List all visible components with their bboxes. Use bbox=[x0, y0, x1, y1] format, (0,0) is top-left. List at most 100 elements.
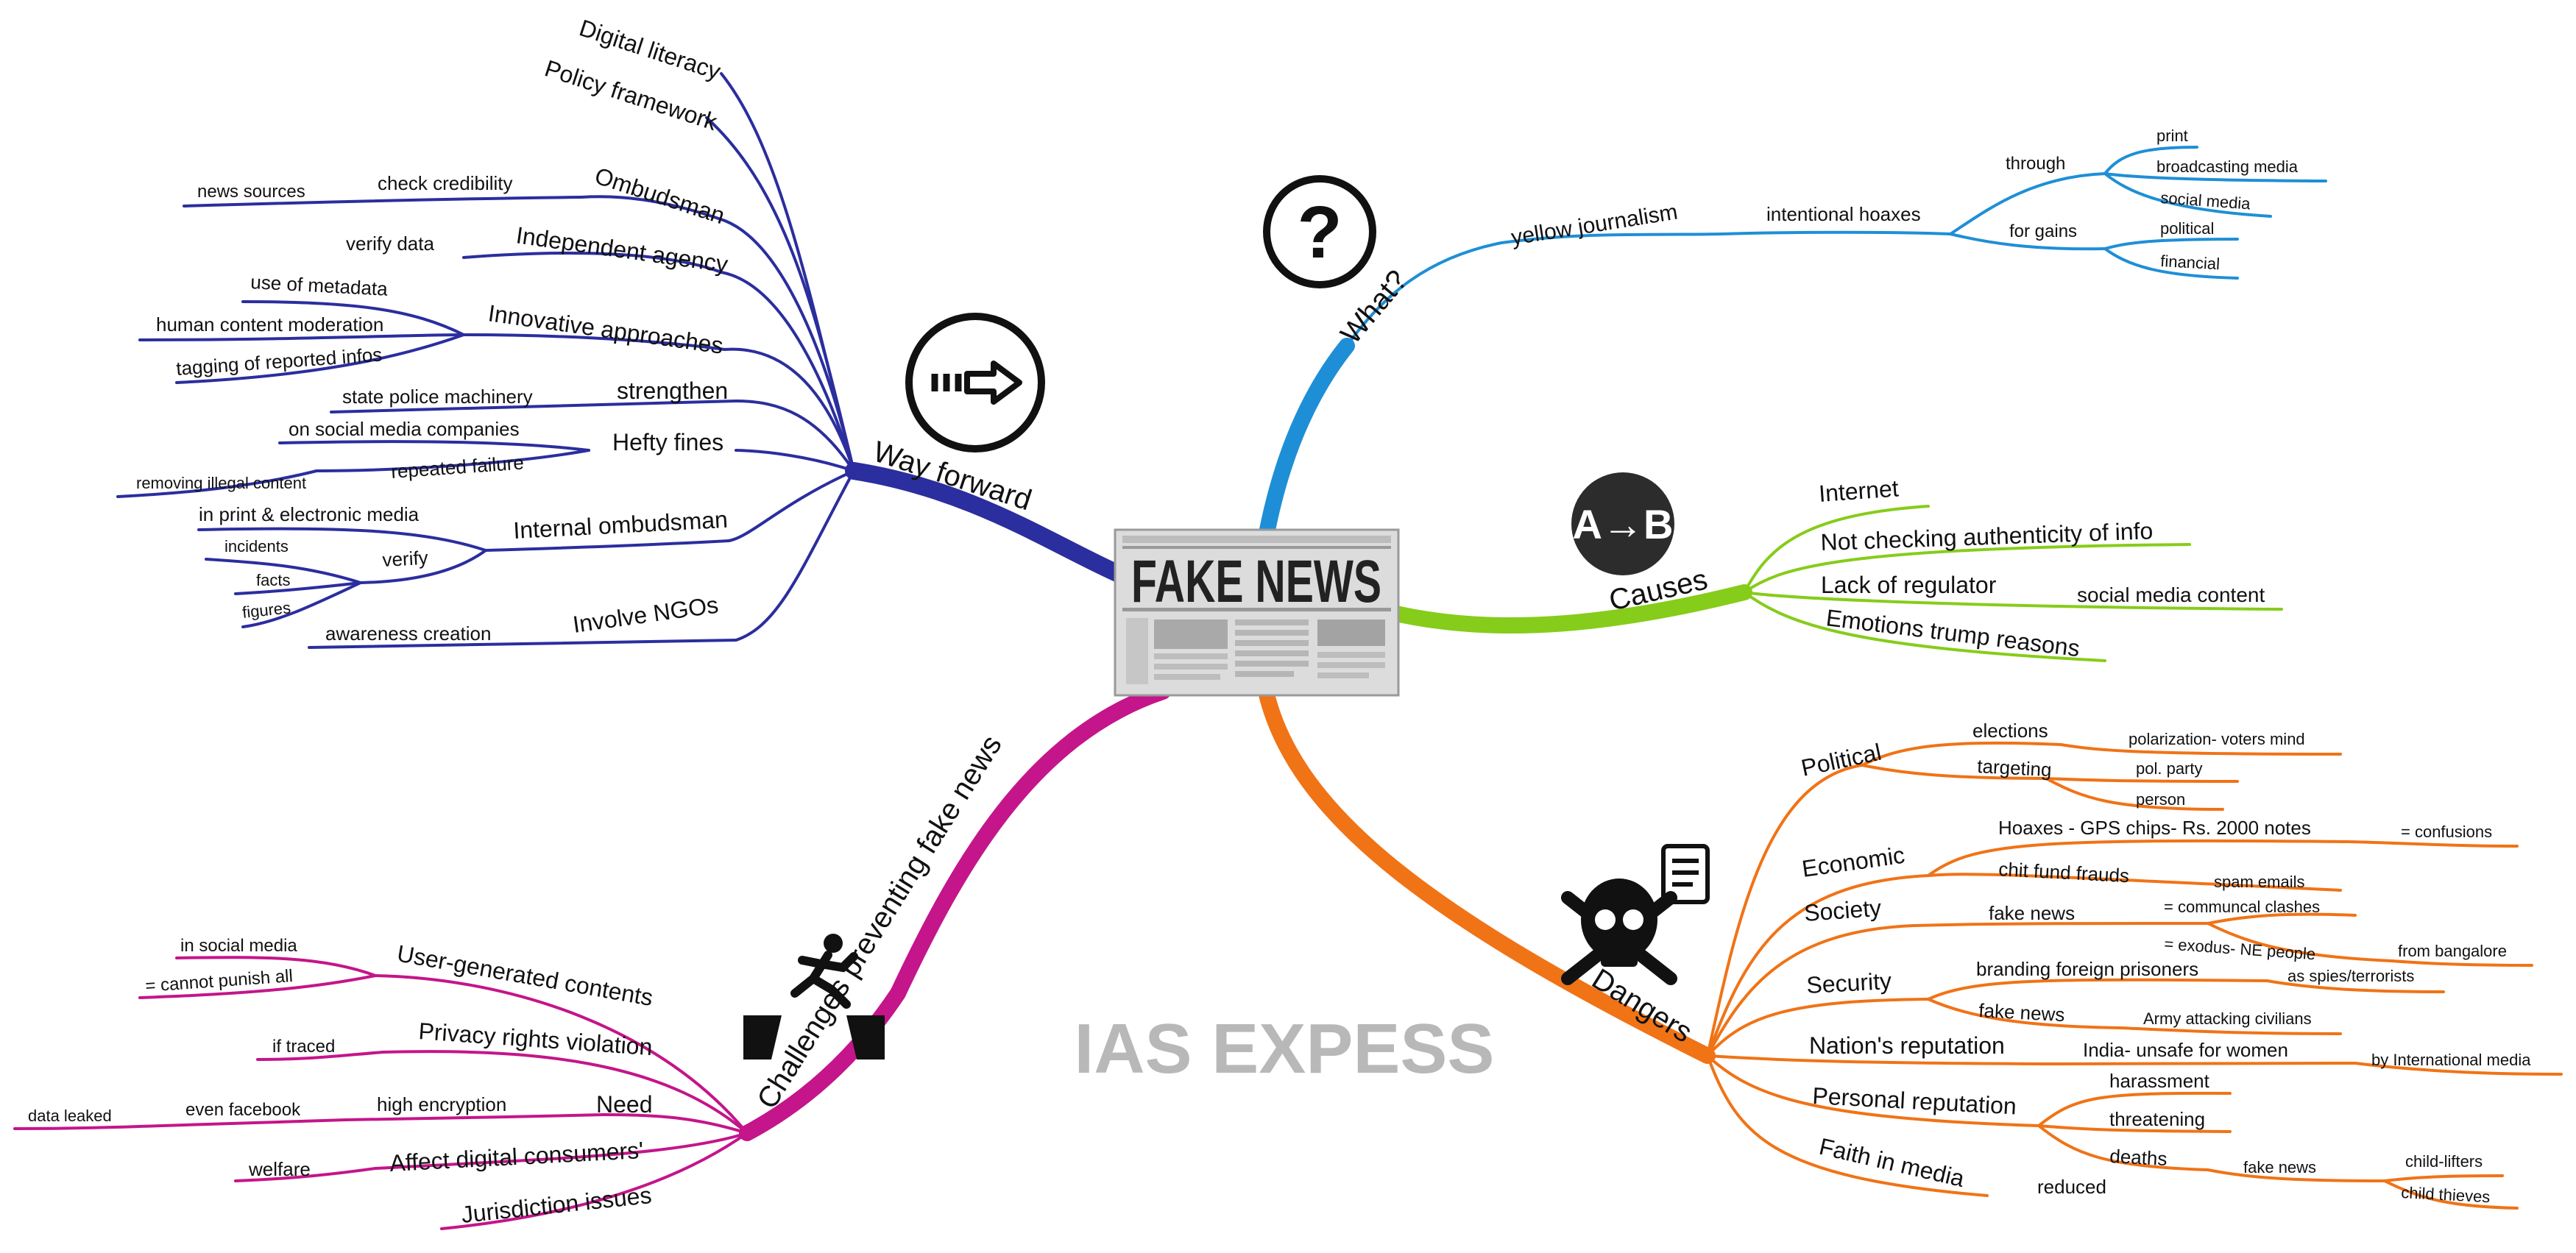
dangers-branding: branding foreign prisoners bbox=[1976, 958, 2198, 980]
challenges-in-social: in social media bbox=[180, 936, 297, 956]
a-to-b-icon: A→B bbox=[1571, 472, 1674, 575]
what-broadcasting: broadcasting media bbox=[2156, 157, 2299, 176]
wf-figures: figures bbox=[241, 598, 291, 622]
dangers-child-lifters: child-lifters bbox=[2405, 1152, 2483, 1171]
dangers-threatening: threatening bbox=[2109, 1108, 2205, 1130]
dangers-economic: Economic bbox=[1800, 842, 1906, 882]
dangers-political: Political bbox=[1799, 739, 1883, 781]
causes-internet: Internet bbox=[1818, 475, 1900, 506]
challenges-privacy: Privacy rights violation bbox=[418, 1018, 654, 1060]
dangers-spies: as spies/terrorists bbox=[2287, 967, 2414, 985]
watermark: IAS EXPESS bbox=[1075, 1009, 1495, 1088]
what-for-gains: for gains bbox=[2009, 221, 2077, 241]
dangers-deaths: deaths bbox=[2109, 1145, 2168, 1170]
central-newspaper: FAKE NEWS bbox=[1114, 528, 1400, 697]
wf-internal: Internal ombudsman bbox=[512, 506, 728, 544]
dangers-polarization: polarization- voters mind bbox=[2129, 730, 2305, 748]
challenges-affect: Affect digital consumers' bbox=[389, 1137, 644, 1176]
wf-verify: verify bbox=[382, 547, 429, 571]
wf-news-sources: news sources bbox=[197, 182, 305, 202]
wf-incidents: incidents bbox=[224, 537, 289, 555]
dangers-hoaxes: Hoaxes - GPS chips- Rs. 2000 notes bbox=[1998, 817, 2311, 839]
challenges-user-gen: User-generated contents bbox=[395, 940, 655, 1011]
branch-causes-stem bbox=[1376, 584, 1752, 634]
forward-arrow-icon bbox=[905, 313, 1045, 452]
branch-challenges bbox=[13, 956, 749, 1230]
wf-in-print: in print & electronic media bbox=[199, 503, 420, 525]
challenges-welfare: welfare bbox=[248, 1158, 311, 1180]
way-forward-labels: Way forward Digital literacy Policy fram… bbox=[136, 14, 1036, 645]
branch-causes bbox=[1743, 505, 2283, 662]
svg-text:?: ? bbox=[1297, 191, 1342, 274]
dangers-child-thieves: child thieves bbox=[2401, 1183, 2491, 1206]
dangers-fake-news-3: fake news bbox=[2243, 1158, 2316, 1176]
wf-removing: removing illegal content bbox=[136, 474, 306, 492]
dangers-chit: chit fund frauds bbox=[1998, 858, 2130, 887]
dangers-spam: spam emails bbox=[2214, 873, 2304, 891]
dangers-india: India- unsafe for women bbox=[2083, 1039, 2288, 1061]
dangers-reduced: reduced bbox=[2037, 1176, 2106, 1198]
branch-challenges-stem bbox=[739, 684, 1171, 1141]
dangers-targeting: targeting bbox=[1977, 755, 2053, 781]
challenges-labels: Challenges preventing fake news User-gen… bbox=[28, 730, 1008, 1228]
what-intentional-hoaxes: intentional hoaxes bbox=[1766, 203, 1921, 225]
wf-innovative: Innovative approaches bbox=[486, 299, 725, 358]
dangers-security: Security bbox=[1805, 968, 1892, 998]
main-branches bbox=[739, 338, 1752, 1141]
causes-lack-regulator: Lack of regulator bbox=[1821, 572, 1997, 598]
wf-facts: facts bbox=[256, 571, 290, 589]
dangers-elections: elections bbox=[1972, 720, 2048, 742]
causes-social-content: social media content bbox=[2077, 583, 2265, 606]
wf-verify-data: verify data bbox=[346, 233, 434, 255]
what-political: political bbox=[2160, 219, 2214, 238]
challenges-high-enc: high encryption bbox=[377, 1093, 506, 1115]
dangers-intl-media: by International media bbox=[2371, 1051, 2531, 1069]
gap-jump-icon bbox=[743, 934, 885, 1059]
central-title: FAKE NEWS bbox=[1131, 548, 1381, 615]
challenges-jurisdiction: Jurisdiction issues bbox=[460, 1182, 653, 1228]
wf-awareness: awareness creation bbox=[325, 622, 491, 645]
challenges-need: Need bbox=[596, 1091, 653, 1118]
what-social-media: social media bbox=[2160, 188, 2251, 213]
wf-hefty: Hefty fines bbox=[612, 429, 723, 455]
challenges-cannot-punish: = cannot punish all bbox=[145, 966, 294, 996]
branch-dangers bbox=[1706, 741, 2563, 1210]
dangers-pol-party: pol. party bbox=[2136, 759, 2203, 778]
branch-what-stem bbox=[1258, 338, 1355, 545]
dangers-fake-news-1: fake news bbox=[1989, 902, 2075, 924]
dangers-person: person bbox=[2136, 790, 2185, 809]
dangers-communal: = communcal clashes bbox=[2164, 898, 2320, 916]
branch-way-forward-stem bbox=[845, 462, 1128, 583]
dangers-army: Army attacking civilians bbox=[2143, 1009, 2312, 1028]
what-financial: financial bbox=[2160, 252, 2221, 273]
challenges-if-traced: if traced bbox=[272, 1037, 335, 1057]
question-mark-icon: ? bbox=[1263, 175, 1376, 288]
dangers-harassment: harassment bbox=[2109, 1070, 2210, 1092]
branch-what bbox=[1345, 146, 2327, 347]
what-labels: What? yellow journalism intentional hoax… bbox=[1334, 127, 2299, 350]
wf-on-social: on social media companies bbox=[289, 418, 520, 440]
dangers-society: Society bbox=[1803, 895, 1882, 926]
skull-crossbones-icon bbox=[1561, 844, 1710, 985]
wf-state-police: state police machinery bbox=[342, 386, 533, 408]
dangers-nations: Nation's reputation bbox=[1809, 1032, 2005, 1059]
wf-human: human content moderation bbox=[156, 313, 383, 336]
causes-labels: Causes Internet Not checking authenticit… bbox=[1606, 475, 2265, 661]
what-print: print bbox=[2156, 127, 2188, 145]
wf-involve: Involve NGOs bbox=[571, 592, 720, 638]
dangers-bangalore: from bangalore bbox=[2398, 942, 2507, 960]
what-yellow-journalism: yellow journalism bbox=[1510, 200, 1680, 250]
wf-repeated: repeated failure bbox=[390, 451, 524, 483]
wf-strengthen: strengthen bbox=[617, 377, 728, 404]
dangers-labels: Dangers Political elections polarization… bbox=[1586, 720, 2531, 1206]
causes-emotions: Emotions trump reasons bbox=[1825, 604, 2081, 661]
challenges-even-fb: even facebook bbox=[185, 1100, 301, 1120]
wf-metadata: use of metadata bbox=[250, 271, 389, 300]
dangers-fake-news-2: fake news bbox=[1978, 999, 2065, 1026]
dangers-personal: Personal reputation bbox=[1812, 1082, 2017, 1119]
branch-way-forward bbox=[116, 72, 855, 649]
dangers-confusions: = confusions bbox=[2401, 823, 2492, 841]
branch-dangers-stem bbox=[1258, 684, 1716, 1064]
challenges-data-leaked: data leaked bbox=[28, 1107, 112, 1125]
